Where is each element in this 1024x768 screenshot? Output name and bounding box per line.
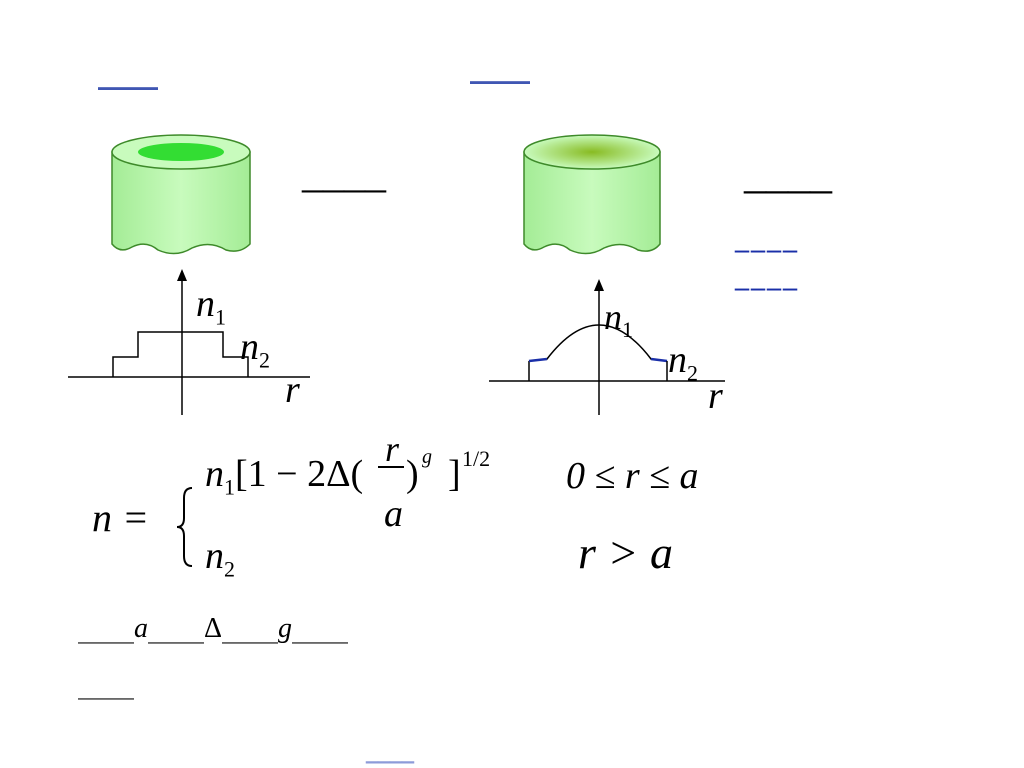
formula-exp-g: g	[422, 446, 432, 468]
step-index-fiber-illustration	[111, 134, 251, 255]
graded-g-label: ____	[744, 149, 832, 198]
description-line-1: ____a____Δ____g____	[78, 611, 349, 644]
formula-brace	[176, 487, 193, 567]
step-index-profile-graph	[68, 269, 310, 415]
formula-lhs: n =	[92, 495, 149, 540]
end-slideshow-link[interactable]: ____	[366, 736, 414, 764]
graded-index-profile-graph	[489, 279, 725, 415]
description-line-2: ____	[78, 667, 134, 700]
heading-graded-index: ____	[470, 50, 530, 85]
formula-close-paren: )	[406, 453, 419, 495]
formula-case1: n1[1 − 2Δ(	[205, 453, 364, 500]
description-text: ____a____Δ____g____ ____	[78, 600, 978, 711]
formula-exp-half: 1/2	[462, 446, 491, 471]
formula-frac-bar	[378, 466, 404, 468]
step-n2-label: n2	[240, 326, 270, 373]
heading-step-index: ____	[98, 56, 158, 91]
graded-n2-label: n2	[668, 339, 698, 386]
formula-frac-num: r	[385, 429, 400, 469]
step-n1-label: n1	[196, 283, 226, 330]
formula-close-bracket: ]	[448, 453, 461, 495]
step-g-label: ____	[302, 151, 386, 197]
graded-index-fiber-illustration	[523, 134, 661, 255]
formula-case2-condition: r > a	[578, 527, 673, 578]
graded-r-label: r	[708, 375, 723, 417]
graded-profile-note: ____ ____	[735, 220, 799, 291]
formula-frac-den: a	[384, 493, 403, 535]
step-r-label: r	[285, 369, 300, 411]
formula-case2: n2	[205, 535, 235, 582]
graded-n1-label: n1	[604, 297, 633, 343]
formula-case1-condition: 0 ≤ r ≤ a	[566, 455, 699, 497]
